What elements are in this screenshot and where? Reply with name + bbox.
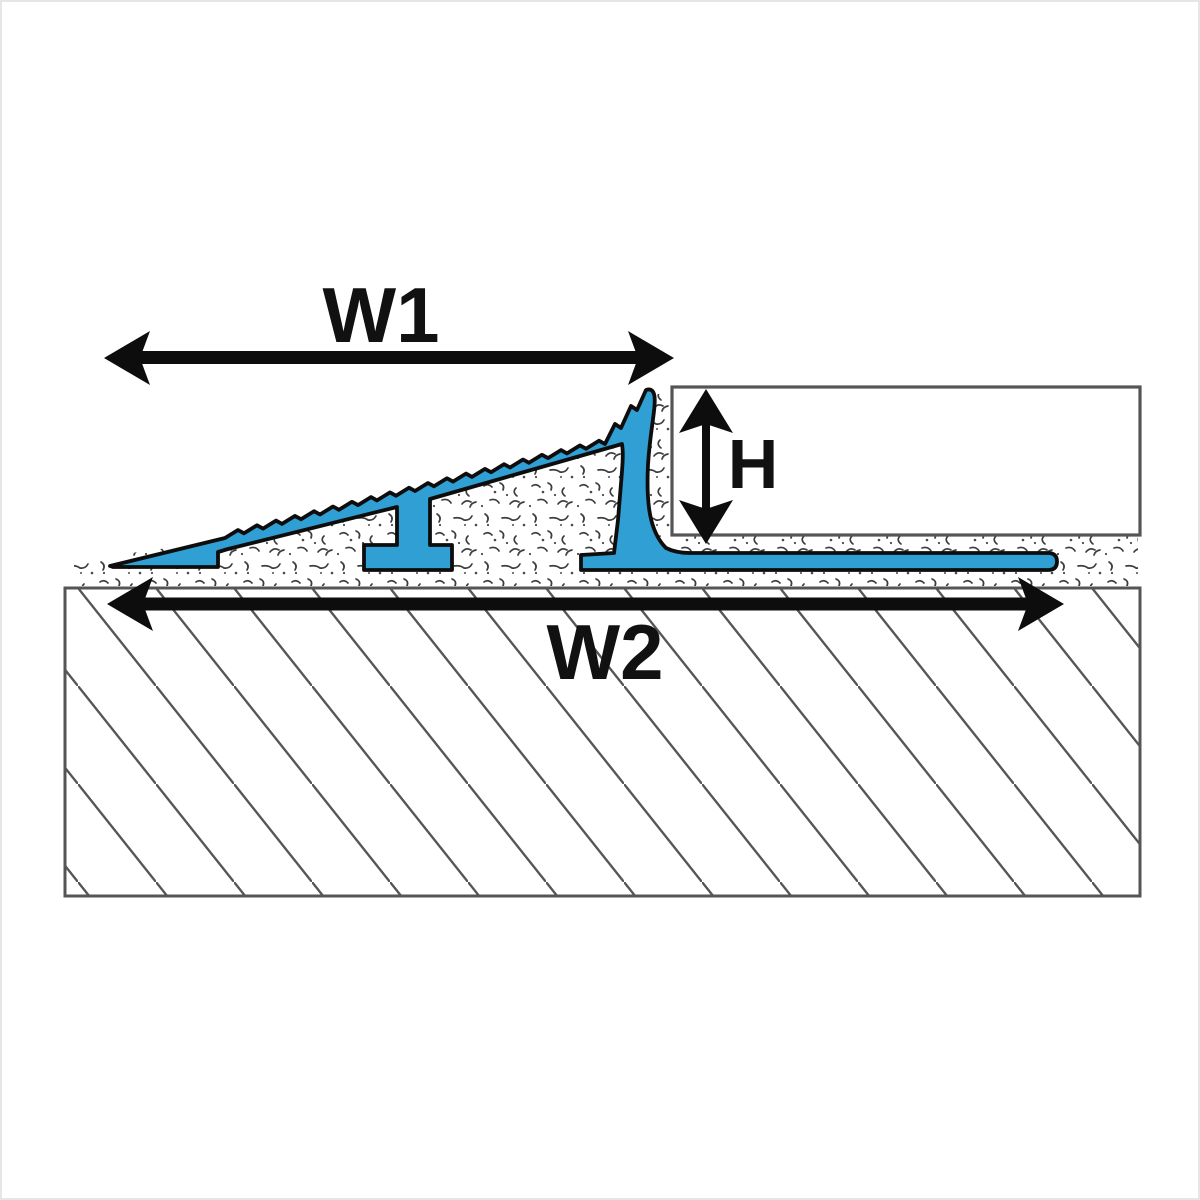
floor-covering-tile <box>670 385 1142 537</box>
ramp-profile <box>108 387 1059 572</box>
h-arrow-shaft <box>702 415 710 525</box>
w2-arrow-shaft <box>120 597 1032 611</box>
w1-arrow-shaft <box>128 351 652 364</box>
w2-arrowhead-left-icon <box>107 577 153 631</box>
w2-dimension-arrow <box>107 577 1064 631</box>
w1-dimension-arrow <box>104 331 674 385</box>
adhesive-layer <box>74 394 1138 586</box>
h-label: H <box>728 425 779 503</box>
w1-arrowhead-right-icon <box>628 331 674 385</box>
w1-label: W1 <box>323 271 440 359</box>
w1-arrowhead-left-icon <box>104 331 150 385</box>
w2-arrowhead-right-icon <box>1018 577 1064 631</box>
subfloor <box>63 586 1142 898</box>
h-arrowhead-down-icon <box>679 500 733 544</box>
h-dimension-arrow <box>679 389 733 544</box>
w2-label: W2 <box>547 608 664 696</box>
h-arrowhead-up-icon <box>679 389 733 433</box>
